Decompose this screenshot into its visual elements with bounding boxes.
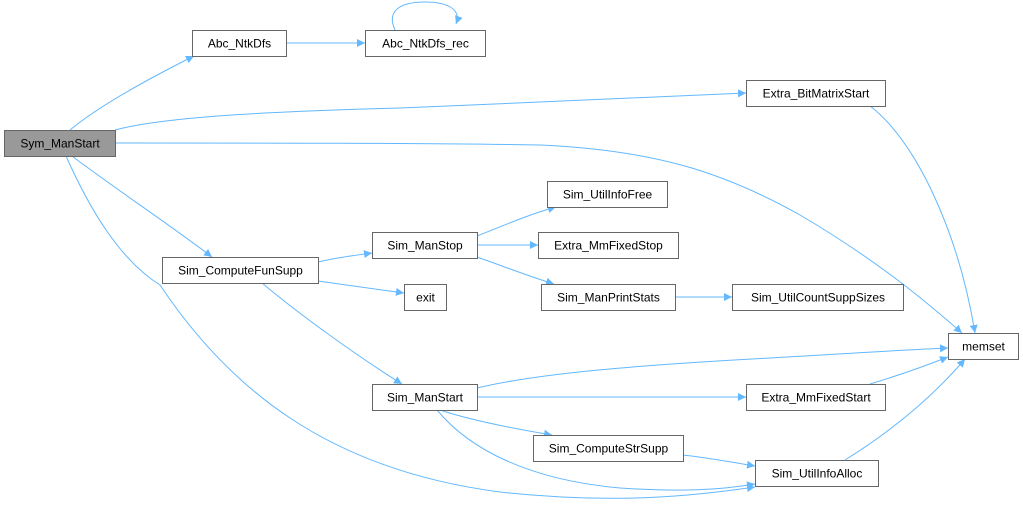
node-sim-manstart[interactable]: Sim_ManStart	[372, 384, 478, 411]
node-label: Abc_NtkDfs	[208, 37, 271, 51]
node-label: Sim_ManStart	[387, 391, 464, 405]
node-sym-manstart[interactable]: Sym_ManStart	[4, 130, 116, 157]
node-box[interactable]	[533, 435, 684, 462]
node-label: Sim_ComputeFunSupp	[178, 264, 303, 278]
node-box[interactable]	[948, 333, 1019, 360]
edge-n0-n15	[65, 155, 756, 499]
nodes-layer: Sym_ManStart Abc_NtkDfs Abc_NtkDfs_recExtr…	[4, 30, 1019, 487]
edge-n8-n15	[436, 409, 756, 491]
edge-n13-n4	[869, 356, 949, 385]
node-label: Extra_MmFixedStop	[554, 239, 663, 253]
edge-n5-n8	[261, 282, 403, 385]
node-label: Abc_NtkDfs_rec	[382, 37, 469, 51]
node-extra-bitmatrixstart[interactable]: Extra_BitMatrixStart	[746, 80, 886, 107]
node-sim-manstop[interactable]: Sim_ManStop	[372, 232, 478, 259]
node-box[interactable]	[755, 460, 879, 487]
node-sim-utilinfoalloc[interactable]: Sim_UtilInfoAlloc	[755, 460, 879, 487]
node-box[interactable]	[372, 384, 478, 411]
node-label: Sym_ManStart	[20, 137, 100, 151]
node-sim-computefunsupp[interactable]: Sim_ComputeFunSupp	[162, 257, 319, 284]
node-label: Sim_UtilCountSuppSizes	[751, 291, 885, 305]
edges-layer	[65, 1, 978, 499]
node-label: memset	[962, 340, 1005, 354]
node-box[interactable]	[746, 384, 886, 411]
node-box[interactable]	[192, 30, 287, 57]
edge-n5-n7	[317, 280, 405, 296]
edge-n0-n3	[114, 89, 747, 131]
node-box[interactable]	[404, 284, 447, 311]
edge-n6-n9	[476, 205, 557, 237]
node-box[interactable]	[746, 80, 886, 107]
node-extra-mmfixedstop[interactable]: Extra_MmFixedStop	[538, 232, 679, 259]
edge-n8-n14	[439, 409, 553, 438]
edge-n0-n5	[71, 155, 213, 258]
edge-n14-n15	[682, 454, 756, 469]
edge-n3-n4	[869, 105, 978, 334]
edge-n6-n11	[476, 256, 555, 286]
node-box[interactable]	[538, 232, 679, 259]
node-box[interactable]	[162, 257, 319, 284]
node-box[interactable]	[732, 284, 904, 311]
node-label: Sim_ManPrintStats	[557, 291, 660, 305]
node-exit[interactable]: exit	[404, 284, 447, 311]
node-box[interactable]	[372, 232, 478, 259]
node-sim-utilinfofree[interactable]: Sim_UtilInfoFree	[547, 181, 668, 208]
node-sim-computestrsupp[interactable]: Sim_ComputeStrSupp	[533, 435, 684, 462]
node-box[interactable]	[547, 181, 668, 208]
node-label: Sim_ComputeStrSupp	[549, 442, 669, 456]
node-box[interactable]	[541, 284, 676, 311]
node-memset[interactable]: memset	[948, 333, 1019, 360]
edge-n8-n4	[476, 344, 949, 389]
edge-n15-n4	[844, 358, 966, 461]
node-sim-manprintstats[interactable]: Sim_ManPrintStats	[541, 284, 676, 311]
node-label: Extra_BitMatrixStart	[763, 87, 870, 101]
node-box[interactable]	[365, 30, 486, 57]
edge-n2-n2	[391, 1, 463, 31]
node-extra-mmfixedstart[interactable]: Extra_MmFixedStart	[746, 384, 886, 411]
node-label: Sim_ManStop	[387, 239, 463, 253]
node-abc-ntkdfs-rec[interactable]: Abc_NtkDfs_rec	[365, 30, 486, 57]
node-sim-utilcountsuppsizes[interactable]: Sim_UtilCountSuppSizes	[732, 284, 904, 311]
edge-n0-n4	[114, 142, 963, 334]
node-box[interactable]	[4, 130, 116, 157]
edge-n0-n1	[69, 55, 195, 131]
node-abc-ntkdfs[interactable]: Abc_NtkDfs	[192, 30, 287, 57]
node-label: exit	[416, 291, 435, 305]
node-label: Sim_UtilInfoFree	[563, 188, 653, 202]
edge-n5-n6	[317, 250, 373, 263]
node-label: Extra_MmFixedStart	[761, 391, 871, 405]
node-label: Sim_UtilInfoAlloc	[772, 467, 863, 481]
